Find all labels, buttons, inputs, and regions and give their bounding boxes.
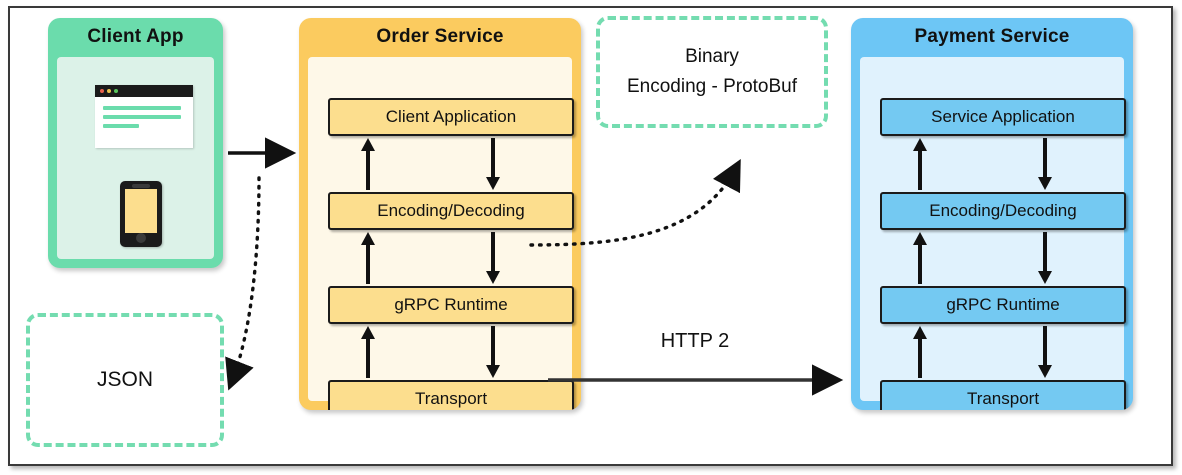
order-arrow-up-icon (361, 138, 375, 190)
http2-label: HTTP 2 (660, 330, 730, 352)
payment-service-panel[interactable]: Payment Service Service Application Enco… (851, 18, 1133, 410)
order-layer-transport[interactable]: Transport (328, 380, 574, 410)
order-service-title: Order Service (376, 26, 504, 47)
payment-arrow-down-icon (1038, 232, 1052, 284)
payment-service-title: Payment Service (914, 26, 1070, 47)
payment-arrow-down-icon (1038, 138, 1052, 190)
browser-content-line (103, 106, 181, 110)
browser-maximize-dot-icon (114, 89, 118, 93)
protobuf-note: Binary Encoding - ProtoBuf (596, 16, 828, 128)
order-service-panel[interactable]: Order Service Client Application Encodin… (299, 18, 581, 410)
payment-layer-grpc-runtime[interactable]: gRPC Runtime (880, 286, 1126, 324)
order-layer-grpc-runtime[interactable]: gRPC Runtime (328, 286, 574, 324)
order-layer-encoding-decoding[interactable]: Encoding/Decoding (328, 192, 574, 230)
payment-layer-service-application[interactable]: Service Application (880, 98, 1126, 136)
json-note-label: JSON (96, 368, 153, 391)
order-arrow-down-icon (486, 138, 500, 190)
payment-arrow-up-icon (913, 232, 927, 284)
order-arrow-down-icon (486, 232, 500, 284)
phone-speaker (132, 184, 150, 188)
protobuf-note-line1: Binary (685, 46, 739, 67)
phone-screen (125, 189, 157, 233)
client-app-title: Client App (87, 26, 184, 47)
payment-service-body: Service Application Encoding/Decoding gR… (860, 57, 1126, 410)
order-layer-client-application[interactable]: Client Application (328, 98, 574, 136)
order-arrow-down-icon (486, 326, 500, 378)
protobuf-note-line2: Encoding - ProtoBuf (626, 76, 798, 97)
payment-arrow-up-icon (913, 138, 927, 190)
payment-arrow-up-icon (913, 326, 927, 378)
browser-content-line (103, 124, 139, 128)
client-app-body (57, 57, 214, 259)
order-service-body: Client Application Encoding/Decoding gRP… (308, 57, 574, 410)
browser-content-line (103, 115, 181, 119)
browser-minimize-dot-icon (107, 89, 111, 93)
payment-layer-encoding-decoding[interactable]: Encoding/Decoding (880, 192, 1126, 230)
phone-home-button (136, 233, 146, 243)
client-app-panel[interactable]: Client App (48, 18, 223, 268)
mobile-phone-icon (120, 181, 162, 247)
browser-window-icon (95, 85, 193, 148)
order-arrow-up-icon (361, 326, 375, 378)
browser-titlebar (95, 85, 193, 97)
payment-arrow-down-icon (1038, 326, 1052, 378)
browser-close-dot-icon (100, 89, 104, 93)
json-note: JSON (26, 313, 224, 447)
order-arrow-up-icon (361, 232, 375, 284)
payment-layer-transport[interactable]: Transport (880, 380, 1126, 410)
